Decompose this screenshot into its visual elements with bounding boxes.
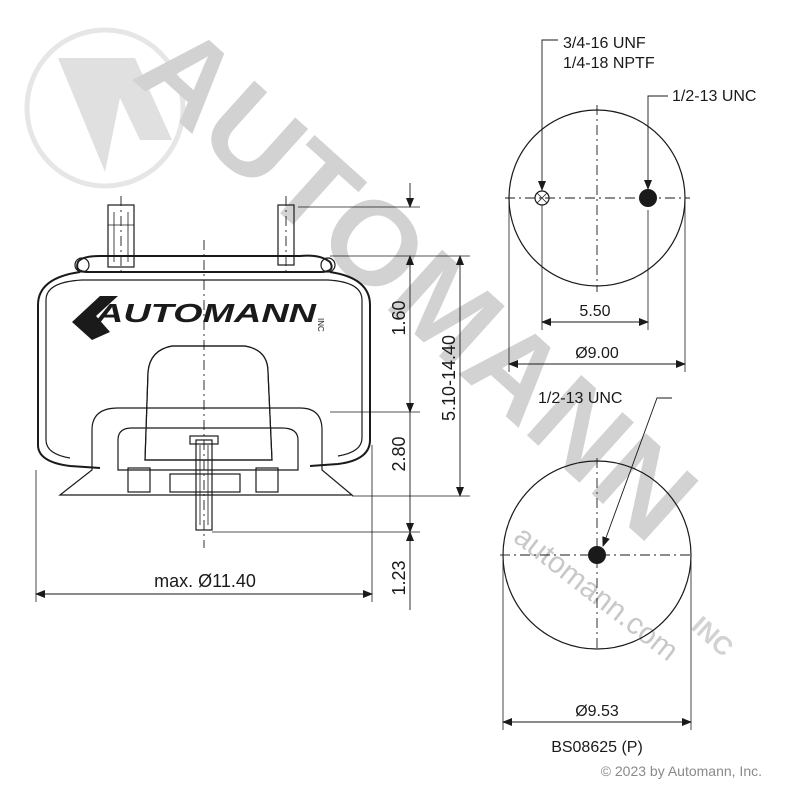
- dim-bottom-diameter: Ø9.53: [575, 703, 619, 720]
- label-port-thread: 3/4-16 UNF: [563, 35, 646, 52]
- top-view: 3/4-16 UNF 1/4-18 NPTF 1/2-13 UNC 5.50 Ø…: [505, 35, 756, 372]
- bellows: [37, 271, 371, 469]
- bead-plate: [76, 254, 333, 273]
- bead-ring-left: [74, 257, 90, 273]
- stud-hole-icon: [639, 189, 657, 207]
- dim-top-diameter: Ø9.00: [575, 345, 619, 362]
- part-number: BS08625 (P): [551, 739, 643, 756]
- dim-height-piston: 2.80: [389, 436, 409, 471]
- dim-height-bottom: 1.23: [389, 560, 409, 595]
- piston: [58, 407, 354, 496]
- bead-ring-right: [320, 257, 336, 273]
- logo-text: AUTOMANN: [95, 298, 318, 328]
- bumper: [144, 345, 273, 461]
- label-stud-thread-bottom: 1/2-13 UNC: [538, 390, 622, 407]
- copyright: © 2023 by Automann, Inc.: [601, 763, 762, 779]
- bottom-stud-hole-icon: [588, 546, 606, 564]
- dim-spacing: 5.50: [579, 303, 610, 320]
- dim-height-top: 1.60: [389, 300, 409, 335]
- label-air-thread: 1/4-18 NPTF: [563, 55, 655, 72]
- dim-max-diameter: max. Ø11.40: [154, 571, 256, 591]
- watermark-url: automann.com: [508, 520, 685, 668]
- dim-height-range: 5.10-14.40: [439, 335, 459, 421]
- watermark: AUTOMANN INC automann.com: [24, 0, 740, 668]
- watermark-ring: [24, 27, 186, 189]
- label-stud-thread-top: 1/2-13 UNC: [672, 88, 756, 105]
- logo-swoosh-icon: [72, 296, 118, 340]
- watermark-swoosh-icon: [58, 58, 172, 172]
- bottom-view: 1/2-13 UNC Ø9.53: [500, 390, 694, 730]
- logo-suffix: INC: [316, 318, 325, 332]
- watermark-suffix: INC: [686, 610, 740, 662]
- side-view: AUTOMANN INC 1.60 5.10-14.40 2.80 1.23 m…: [35, 183, 470, 610]
- automann-logo: AUTOMANN INC: [72, 296, 325, 340]
